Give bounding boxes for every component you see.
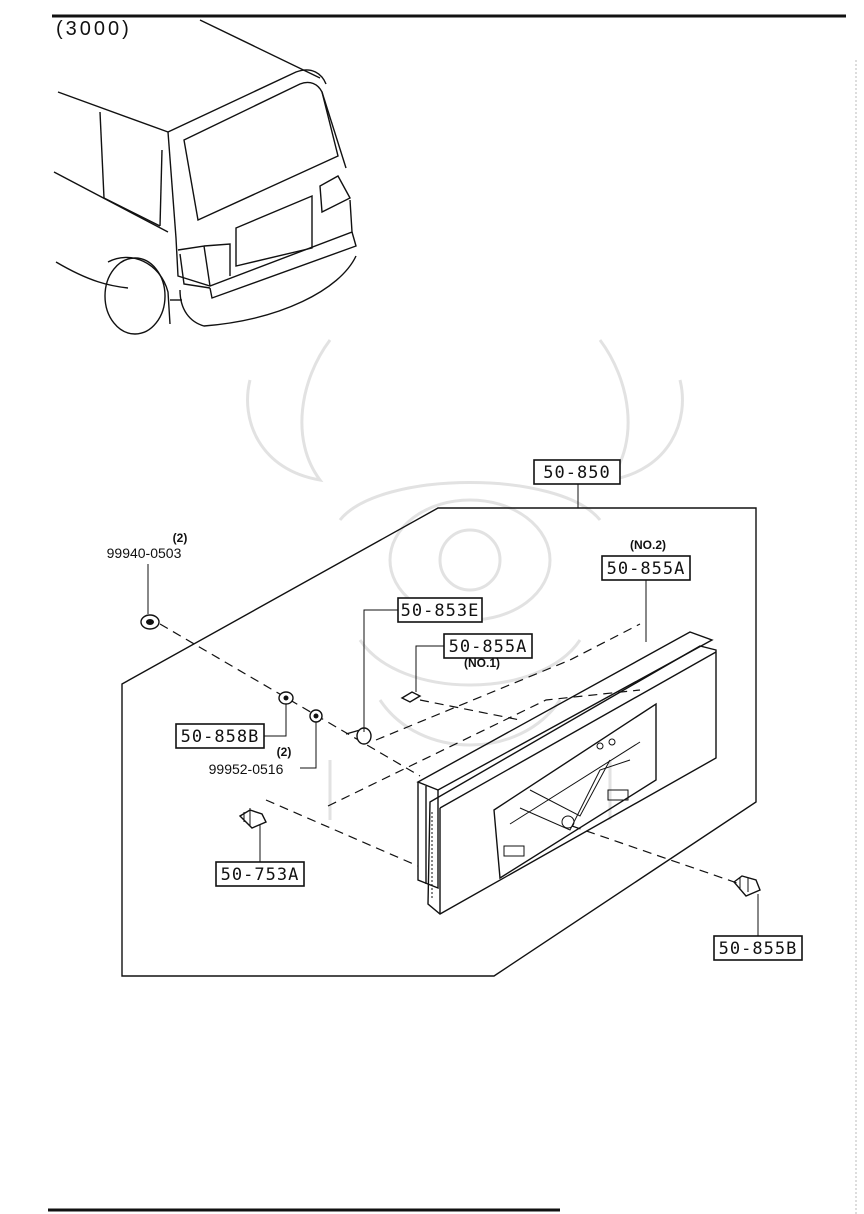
license-plate-garnish xyxy=(416,631,717,915)
callout-garnish-no1-note: (NO.1) xyxy=(464,656,500,670)
section-code: (3000) xyxy=(56,18,132,40)
washer-part xyxy=(309,709,323,723)
callout-garnish-no2: (NO.2) 50-855A xyxy=(601,538,691,581)
callout-nut: (2) 99940-0503 xyxy=(107,531,188,561)
callout-washer-qty: (2) xyxy=(277,745,292,759)
callout-garnish-no1-code: 50-855A xyxy=(449,637,528,657)
callout-grommet: 50-858B xyxy=(175,723,265,749)
callout-clip: 50-753A xyxy=(215,861,305,887)
callout-assembly: 50-850 xyxy=(533,459,621,485)
assembly-dash-lines xyxy=(159,623,741,885)
clip-part xyxy=(238,808,267,829)
callout-assembly-code: 50-850 xyxy=(543,463,610,483)
callout-garnish-no1: 50-855A (NO.1) xyxy=(443,633,533,670)
bolt-part xyxy=(345,727,372,745)
callout-bolt-code: 50-853E xyxy=(401,601,480,621)
callout-nut-code: 99940-0503 xyxy=(107,545,182,561)
garnish-no1-part xyxy=(400,691,422,703)
callout-washer-code: 99952-0516 xyxy=(209,761,284,777)
nut-part xyxy=(140,614,160,630)
callout-bolt: 50-853E xyxy=(397,597,483,623)
callout-screw: 50-855B xyxy=(713,935,803,961)
leader-lines xyxy=(147,484,759,936)
grommet-part xyxy=(278,691,294,705)
assembly-boundary xyxy=(121,507,757,977)
screw-part xyxy=(732,875,761,897)
callout-washer: (2) 99952-0516 xyxy=(209,745,292,777)
callout-garnish-no2-note: (NO.2) xyxy=(630,538,666,552)
callout-grommet-code: 50-858B xyxy=(181,727,260,747)
callout-nut-qty: (2) xyxy=(173,531,188,545)
callout-clip-code: 50-753A xyxy=(221,865,300,885)
callout-garnish-no2-code: 50-855A xyxy=(607,559,686,579)
vehicle-rear-illustration xyxy=(53,19,357,335)
callout-screw-code: 50-855B xyxy=(719,939,798,959)
